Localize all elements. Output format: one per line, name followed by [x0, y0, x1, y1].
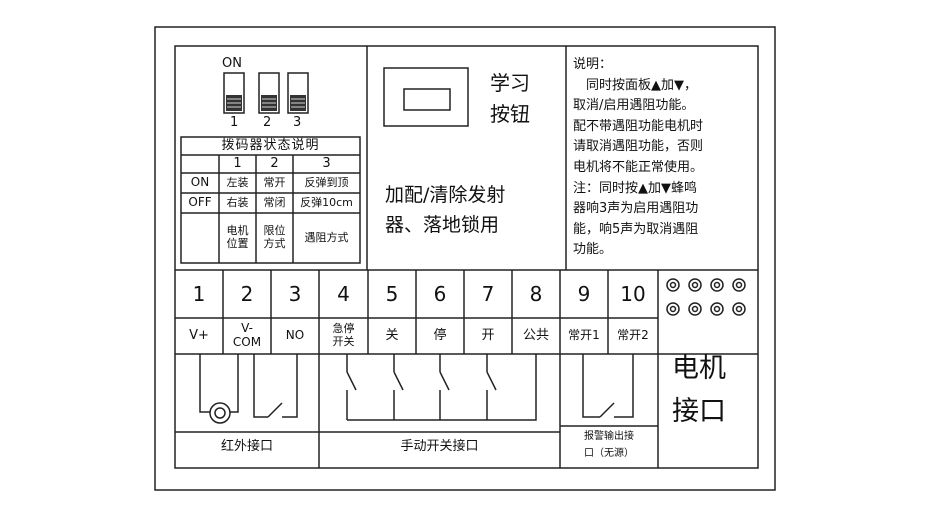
notes-line-4: 配不带遇阻功能电机时 [573, 118, 704, 134]
terminal-label-5: 关 [385, 327, 399, 343]
learn-title-line2: 按钮 [490, 102, 530, 126]
motor-interface-line1: 电机 [672, 353, 726, 384]
dip-table-header-2: 2 [270, 155, 279, 171]
terminal-label-7: 开 [481, 327, 495, 343]
notes-line-10: 功能。 [573, 242, 613, 258]
dip-row-desc-cell-2: 限位 方式 [263, 224, 286, 250]
terminal-number-8: 8 [529, 281, 543, 306]
learn-desc-line1: 加配/清除发射 [385, 184, 506, 206]
notes-line-8: 器响3声为启用遇阻功 [573, 201, 699, 217]
notes-line-9: 能，响5声为取消遇阻 [573, 221, 699, 237]
manual-switch-interface-label: 手动开关接口 [400, 438, 479, 454]
notes-line-5: 请取消遇阻功能，否则 [573, 139, 704, 155]
notes-line-1: 说明： [573, 57, 613, 72]
terminal-number-10: 10 [620, 281, 646, 306]
terminal-number-5: 5 [385, 281, 399, 306]
terminal-number-1: 1 [192, 281, 206, 306]
dip-row-desc-cell-3: 遇阻方式 [304, 230, 349, 244]
dip-switch-number-3: 3 [293, 115, 302, 130]
terminal-label-3: NO [285, 328, 305, 343]
dip-table-header-1: 1 [233, 155, 242, 171]
dip-switch-number-2: 2 [263, 115, 272, 130]
notes-line-3: 取消/启用遇阻功能。 [573, 98, 695, 114]
dip-row-desc-cell-1: 电机 位置 [226, 224, 249, 250]
motor-interface-line2: 接口 [672, 396, 726, 427]
dip-row-off-label: OFF [188, 195, 212, 210]
terminal-number-6: 6 [433, 281, 447, 306]
terminal-label-10: 常开2 [617, 328, 649, 343]
terminal-label-9: 常开1 [568, 328, 600, 343]
infrared-interface-label: 红外接口 [220, 438, 273, 454]
dip-switch-number-1: 1 [230, 115, 239, 130]
terminal-label-2: V- COM [232, 321, 262, 349]
learn-button[interactable] [384, 68, 468, 126]
terminal-number-3: 3 [288, 281, 302, 306]
dip-row-off-cell-1: 右装 [226, 195, 249, 209]
learn-desc-line2: 器、落地锁用 [385, 214, 500, 236]
dip-row-off-cell-2: 常闭 [263, 195, 286, 209]
terminal-label-1: V+ [189, 327, 209, 343]
dip-row-off-cell-3: 反弹10cm [300, 195, 353, 209]
notes-line-2: 同时按面板▲加▼， [573, 77, 697, 93]
notes-line-6: 电机将不能正常使用。 [573, 159, 704, 175]
terminal-number-7: 7 [481, 281, 495, 306]
dip-row-on-cell-1: 左装 [226, 175, 249, 189]
motor-pin-holes [666, 278, 746, 316]
dip-table-title: 拨码器状态说明 [221, 137, 320, 153]
dip-row-desc-label [181, 213, 219, 263]
dip-row-on-label: ON [190, 175, 210, 190]
outer-frame [154, 26, 776, 491]
dip-on-label: ON [222, 56, 242, 71]
dip-row-on-cell-2: 常开 [263, 175, 286, 189]
terminal-number-9: 9 [577, 281, 591, 306]
notes-panel: 说明： 同时按面板▲加▼， 取消/启用遇阻功能。 配不带遇阻功能电机时 请取消遇… [573, 55, 758, 261]
notes-line-7: 注：同时按▲加▼蜂鸣 [573, 180, 697, 196]
dip-table-header-3: 3 [322, 155, 331, 171]
terminal-label-4: 急停 开关 [332, 322, 355, 348]
terminal-number-4: 4 [337, 281, 350, 306]
learn-title-line1: 学习 [490, 71, 530, 95]
terminal-number-2: 2 [240, 281, 254, 306]
dip-row-on-cell-3: 反弹到顶 [304, 175, 349, 189]
inner-panel [174, 45, 759, 469]
alarm-output-label-line2: 口（无源） [584, 448, 634, 460]
alarm-output-label-line1: 报警输出接 [584, 431, 634, 443]
terminal-label-8: 公共 [522, 327, 549, 343]
terminal-label-6: 停 [433, 327, 447, 343]
